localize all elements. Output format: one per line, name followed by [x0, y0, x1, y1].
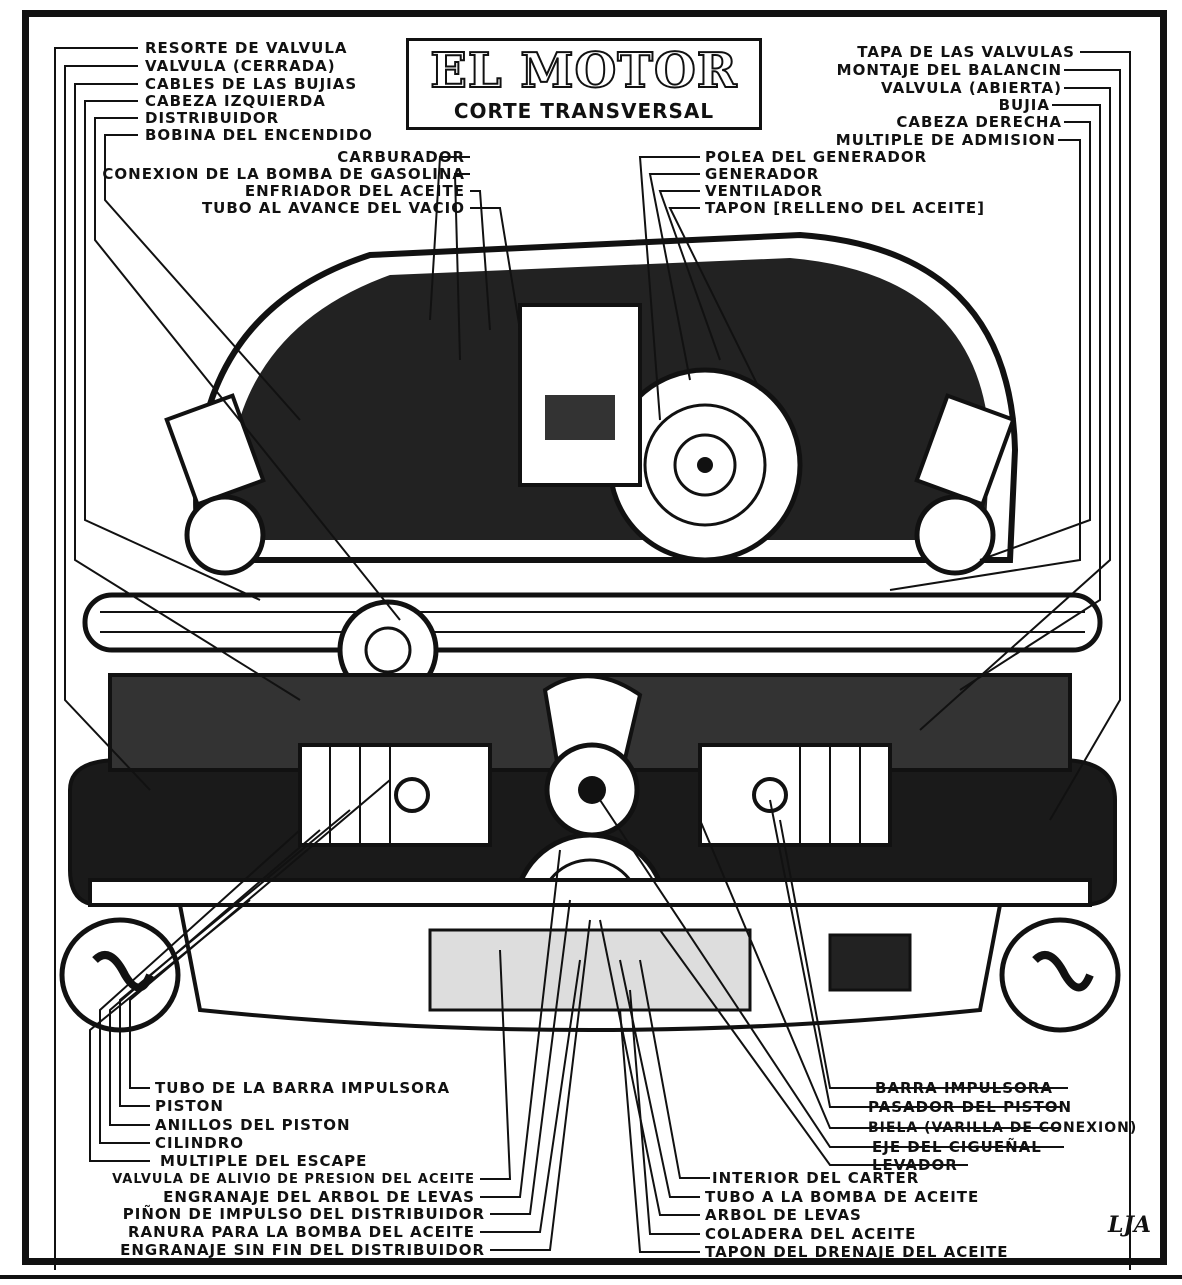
- label-carburador: CARBURADOR: [337, 148, 465, 166]
- label-valvula-abierta: VALVULA (ABIERTA): [880, 79, 1062, 97]
- title-box: EL MOTOR CORTE TRANSVERSAL: [406, 38, 762, 130]
- page-subtitle: CORTE TRANSVERSAL: [453, 99, 715, 123]
- label-cables-bujias: CABLES DE LAS BUJIAS: [145, 75, 358, 93]
- artist-signature: LJA: [1108, 1212, 1151, 1238]
- label-bujia: BUJIA: [998, 96, 1050, 114]
- label-distribuidor: DISTRIBUIDOR: [145, 109, 280, 127]
- label-tubo-bomba-aceite: TUBO A LA BOMBA DE ACEITE: [705, 1188, 980, 1206]
- label-tapon-drenaje-aceite: TAPON DEL DRENAJE DEL ACEITE: [705, 1243, 1009, 1261]
- label-bobina-encendido: BOBINA DEL ENCENDIDO: [145, 126, 373, 144]
- label-polea-generador: POLEA DEL GENERADOR: [705, 148, 928, 166]
- label-levador: LEVADOR: [872, 1156, 958, 1174]
- label-biela: BIELA (VARILLA DE CONEXION): [868, 1120, 1138, 1136]
- label-multiple-escape: MULTIPLE DEL ESCAPE: [160, 1152, 368, 1170]
- label-generador: GENERADOR: [705, 165, 820, 183]
- label-ventilador: VENTILADOR: [705, 182, 824, 200]
- illustration-frame: [22, 10, 1167, 1265]
- label-multiple-admision: MULTIPLE DE ADMISION: [835, 131, 1056, 149]
- label-cabeza-derecha: CABEZA DERECHA: [896, 113, 1062, 131]
- label-cilindro: CILINDRO: [155, 1134, 245, 1152]
- label-coladera-aceite: COLADERA DEL ACEITE: [705, 1225, 917, 1243]
- label-interior-carter: INTERIOR DEL CARTER: [712, 1169, 920, 1187]
- label-piston: PISTON: [155, 1097, 224, 1115]
- label-resorte-valvula: RESORTE DE VALVULA: [145, 39, 348, 57]
- leader-lines: [54, 47, 1131, 1270]
- bottom-rule: [0, 1275, 1182, 1279]
- label-tubo-barra-impulsora: TUBO DE LA BARRA IMPULSORA: [155, 1079, 451, 1097]
- label-valvula-cerrada: VALVULA (CERRADA): [145, 57, 336, 75]
- label-eje-ciguenal: EJE DEL CIGUEÑAL: [872, 1138, 1042, 1156]
- label-anillos-piston: ANILLOS DEL PISTON: [155, 1116, 351, 1134]
- label-conexion-bomba-gasolina: CONEXION DE LA BOMBA DE GASOLINA: [102, 165, 465, 183]
- right-cylinder: [698, 743, 892, 847]
- label-cabeza-izquierda: CABEZA IZQUIERDA: [145, 92, 326, 110]
- label-engranaje-arbol-levas: ENGRANAJE DEL ARBOL DE LEVAS: [163, 1188, 475, 1206]
- label-arbol-levas: ARBOL DE LEVAS: [705, 1206, 862, 1224]
- label-valvula-alivio-presion: VALVULA DE ALIVIO DE PRESION DEL ACEITE: [112, 1172, 475, 1187]
- label-pasador-piston: PASADOR DEL PISTON: [868, 1098, 1073, 1116]
- label-montaje-balancin: MONTAJE DEL BALANCIN: [836, 61, 1062, 79]
- label-engranaje-sin-fin: ENGRANAJE SIN FIN DEL DISTRIBUIDOR: [120, 1241, 485, 1259]
- page-title: EL MOTOR: [429, 43, 738, 99]
- label-enfriador-aceite: ENFRIADOR DEL ACEITE: [244, 182, 465, 200]
- label-ranura-bomba-aceite: RANURA PARA LA BOMBA DEL ACEITE: [127, 1223, 475, 1241]
- label-barra-impulsora: BARRA IMPULSORA: [875, 1079, 1053, 1097]
- label-tapon-relleno-aceite: TAPON [RELLENO DEL ACEITE]: [705, 199, 985, 217]
- label-tapa-valvulas: TAPA DE LAS VALVULAS: [857, 43, 1075, 61]
- label-tubo-avance-vacio: TUBO AL AVANCE DEL VACIO: [201, 199, 465, 217]
- label-pinon-impulso-distribuidor: PIÑON DE IMPULSO DEL DISTRIBUIDOR: [122, 1205, 485, 1223]
- intake-manifold: [82, 592, 1103, 653]
